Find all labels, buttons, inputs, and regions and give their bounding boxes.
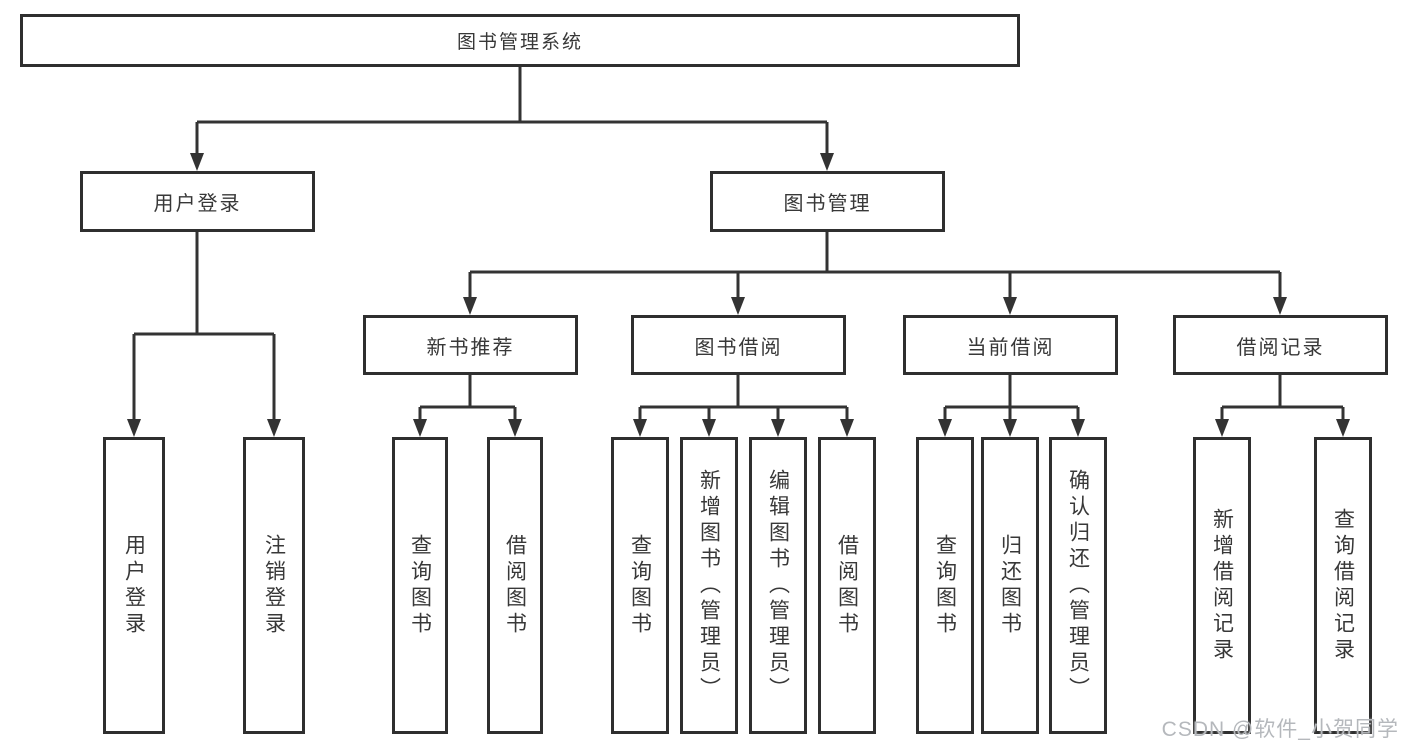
arrow-down-icon bbox=[413, 419, 427, 437]
node-root-library-system: 图书管理系统 bbox=[20, 14, 1020, 67]
node-label: 图书管理 bbox=[783, 193, 872, 215]
csdn-watermark: CSDN @软件_小贺同学 bbox=[1161, 718, 1399, 741]
leaf-logout: 注销登录 bbox=[243, 437, 305, 734]
connector-book-mgmt-to-level3 bbox=[463, 232, 1287, 315]
arrow-down-icon bbox=[190, 153, 204, 171]
node-book-borrowing: 图书借阅 bbox=[631, 315, 846, 375]
leaf-confirm-return-admin: 确认归还（管理员） bbox=[1049, 437, 1107, 734]
leaf-borrow-books-1: 借阅图书 bbox=[487, 437, 543, 734]
node-current-borrowing: 当前借阅 bbox=[903, 315, 1118, 375]
leaf-add-books-admin: 新增图书（管理员） bbox=[680, 437, 738, 734]
leaf-return-books: 归还图书 bbox=[981, 437, 1039, 734]
arrow-down-icon bbox=[267, 419, 281, 437]
leaf-user-login: 用户登录 bbox=[103, 437, 165, 734]
arrow-down-icon bbox=[633, 419, 647, 437]
arrow-down-icon bbox=[1071, 419, 1085, 437]
leaf-query-borrow-record: 查询借阅记录 bbox=[1314, 437, 1372, 734]
connector-user-login-to-leaves bbox=[127, 232, 281, 437]
arrow-down-icon bbox=[771, 419, 785, 437]
node-label: 图书借阅 bbox=[694, 336, 783, 359]
node-label: 用户登录 bbox=[153, 193, 242, 215]
connector-records-to-leaves bbox=[1215, 375, 1350, 437]
node-label: 新增借阅记录 bbox=[1210, 507, 1234, 664]
node-label: 借阅图书 bbox=[503, 533, 527, 638]
node-label: 编辑图书（管理员） bbox=[766, 468, 790, 703]
node-label: 查询借阅记录 bbox=[1331, 507, 1355, 664]
node-label: 借阅图书 bbox=[835, 533, 859, 638]
arrow-down-icon bbox=[702, 419, 716, 437]
arrow-down-icon bbox=[508, 419, 522, 437]
node-label: 借阅记录 bbox=[1236, 336, 1325, 359]
leaf-borrow-books-2: 借阅图书 bbox=[818, 437, 876, 734]
leaf-query-books-2: 查询图书 bbox=[611, 437, 669, 734]
node-label: 查询图书 bbox=[628, 533, 652, 638]
node-label: 查询图书 bbox=[933, 533, 957, 638]
node-user-login: 用户登录 bbox=[80, 171, 315, 232]
node-new-book-recommend: 新书推荐 bbox=[363, 315, 578, 375]
arrow-down-icon bbox=[127, 419, 141, 437]
arrow-down-icon bbox=[840, 419, 854, 437]
connector-root-to-level2 bbox=[190, 67, 834, 171]
arrow-down-icon bbox=[1336, 419, 1350, 437]
node-book-management: 图书管理 bbox=[710, 171, 945, 232]
arrow-down-icon bbox=[1215, 419, 1229, 437]
leaf-query-books-1: 查询图书 bbox=[392, 437, 448, 734]
arrow-down-icon bbox=[463, 297, 477, 315]
connector-borrow-to-leaves bbox=[633, 375, 854, 437]
arrow-down-icon bbox=[820, 153, 834, 171]
node-label: 查询图书 bbox=[408, 533, 432, 638]
node-label: 当前借阅 bbox=[966, 336, 1055, 359]
arrow-down-icon bbox=[938, 419, 952, 437]
node-label: 用户登录 bbox=[122, 533, 146, 638]
arrow-down-icon bbox=[1273, 297, 1287, 315]
arrow-down-icon bbox=[1003, 297, 1017, 315]
connector-current-to-leaves bbox=[938, 375, 1085, 437]
node-label: 注销登录 bbox=[262, 533, 286, 638]
node-label: 图书管理系统 bbox=[456, 32, 583, 53]
connector-new-books-to-leaves bbox=[413, 375, 522, 437]
node-label: 新书推荐 bbox=[426, 336, 515, 359]
arrow-down-icon bbox=[1003, 419, 1017, 437]
arrow-down-icon bbox=[731, 297, 745, 315]
leaf-edit-books-admin: 编辑图书（管理员） bbox=[749, 437, 807, 734]
leaf-add-borrow-record: 新增借阅记录 bbox=[1193, 437, 1251, 734]
node-label: 归还图书 bbox=[998, 533, 1022, 638]
node-label: 确认归还（管理员） bbox=[1066, 468, 1090, 703]
node-borrowing-records: 借阅记录 bbox=[1173, 315, 1388, 375]
leaf-query-books-3: 查询图书 bbox=[916, 437, 974, 734]
node-label: 新增图书（管理员） bbox=[697, 468, 721, 703]
